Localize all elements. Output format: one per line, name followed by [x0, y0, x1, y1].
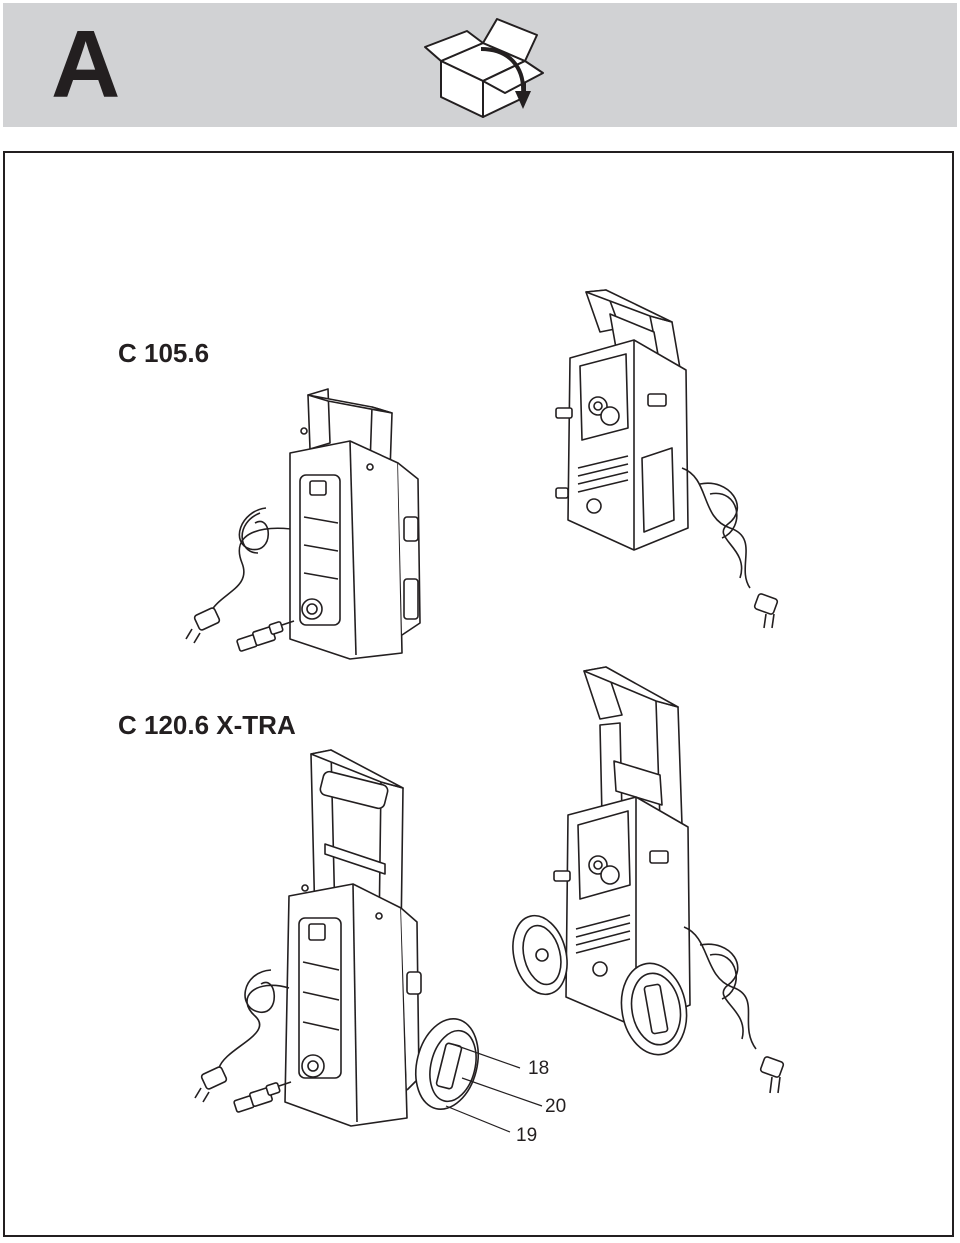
model-label-c105: C 105.6: [118, 338, 210, 368]
pressure-washer-c120-rear-illustration: [510, 665, 800, 1105]
pressure-washer-c105-rear-illustration: [550, 288, 790, 643]
callout-number-19: 19: [516, 1125, 538, 1146]
callout-leader-lines: [440, 1040, 550, 1135]
section-letter: A: [51, 11, 120, 118]
model-label-c120: C 120.6 X-TRA: [118, 710, 296, 740]
open-box-arrow-icon: [424, 18, 544, 118]
callout-number-20: 20: [545, 1096, 567, 1117]
content-frame: [3, 151, 954, 1237]
pressure-washer-c105-front-illustration: [180, 383, 430, 663]
pressure-washer-c120-front-illustration: [185, 748, 485, 1128]
section-header: A: [3, 3, 957, 127]
callout-number-18: 18: [528, 1058, 550, 1079]
